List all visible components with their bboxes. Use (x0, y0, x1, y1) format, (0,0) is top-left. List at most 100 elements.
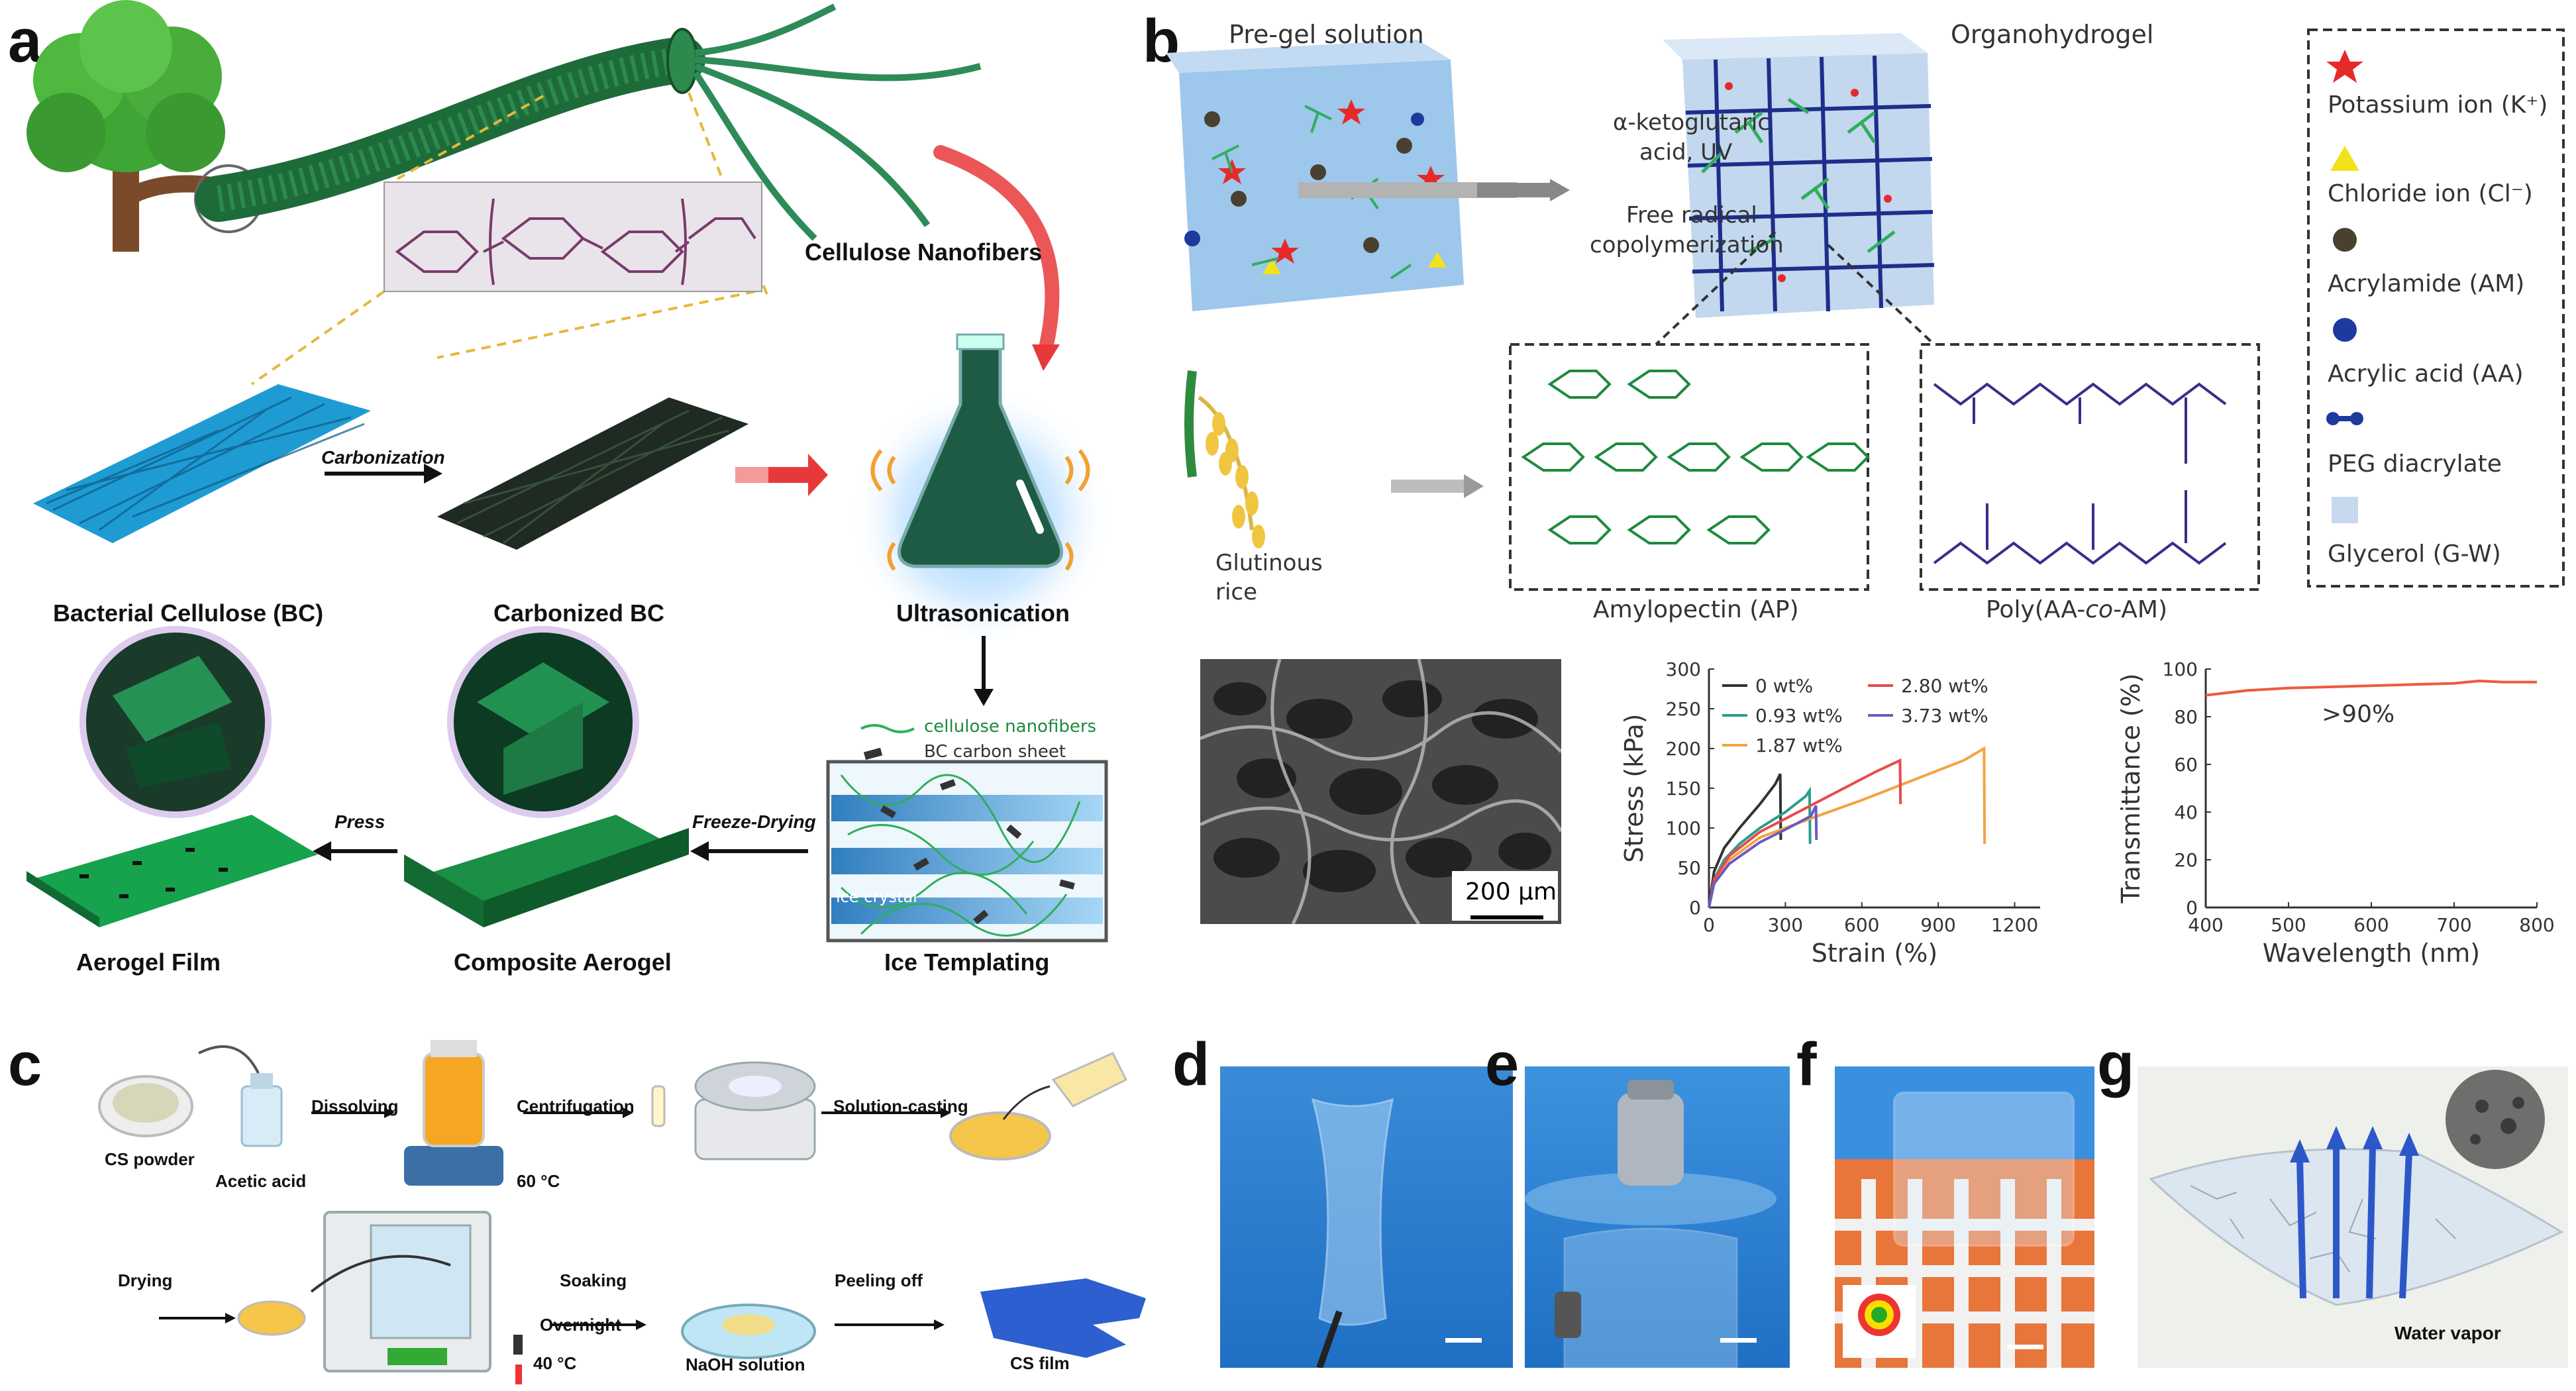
pregel-label: Pre-gel solution (1229, 20, 1424, 49)
photo-g (2138, 1066, 2568, 1368)
cs-film-label: CS film (1010, 1353, 1070, 1373)
y-tick-label: 20 (2174, 849, 2198, 871)
carbonization-label: Carbonization (321, 447, 445, 468)
glutinous-line2: rice (1215, 579, 1258, 605)
cellulose-nanofibers-label: Cellulose Nanofibers (805, 238, 1043, 266)
amylopectin-label: Amylopectin (AP) (1593, 596, 1799, 623)
panel-d-letter: d (1172, 1031, 1210, 1098)
carbonized-bc-mesh (437, 397, 748, 550)
panel-b-illustration (1166, 28, 2565, 591)
x-axis-label: Wavelength (nm) (2263, 939, 2480, 968)
y-axis-label: Transmittance (%) (2116, 673, 2145, 903)
composite-aerogel-label: Composite Aerogel (454, 949, 672, 976)
legend-label: 1.87 wt% (1755, 735, 1843, 756)
amylopectin-structure-icon (1509, 343, 1870, 591)
legend-nanofibers-label: cellulose nanofibers (924, 717, 1097, 737)
acrylamide-ball-icon (2333, 228, 2357, 252)
panel-a-illustration (26, 0, 1113, 943)
acrylic-acid-ball-icon (2333, 318, 2357, 342)
poly-suffix: -AM) (2113, 596, 2168, 623)
poly-co: co (2085, 596, 2114, 623)
naoh-beaker-icon (681, 1304, 816, 1359)
y-tick-label: 300 (1666, 658, 1701, 680)
legend-label: 0 wt% (1755, 675, 1813, 697)
x-tick-label: 500 (2271, 914, 2306, 936)
ultrasonication-label: Ultrasonication (896, 599, 1070, 627)
panel-c-letter: c (8, 1031, 42, 1098)
y-tick-label: 40 (2174, 801, 2198, 823)
x-tick-label: 600 (2353, 914, 2389, 936)
x-tick-label: 300 (1768, 914, 1803, 936)
flask-icon (848, 333, 1113, 636)
scale-bar-line (1470, 915, 1543, 919)
reaction-line1: α-ketoglutaric (1613, 109, 1771, 136)
legend-label: 3.73 wt% (1901, 705, 1988, 727)
blue-glove-icon (980, 1278, 1146, 1358)
poly-label: Poly(AA-co-AM) (1986, 596, 2167, 623)
reaction-line3: Free radical (1626, 202, 1757, 229)
legend-glycerol: Glycerol (G-W) (2328, 541, 2501, 568)
drying-oven-icon (323, 1211, 491, 1372)
annotation: >90% (2322, 701, 2395, 728)
legend-carbon-sheet-label: BC carbon sheet (924, 742, 1066, 762)
y-tick-label: 200 (1666, 738, 1701, 760)
panel-e-letter: e (1485, 1031, 1520, 1098)
y-tick-label: 250 (1666, 698, 1701, 720)
cs-powder-label: CS powder (105, 1149, 195, 1169)
series-line (1708, 773, 1782, 908)
organohydrogel-cube (1663, 33, 1935, 318)
y-tick-label: 100 (2163, 658, 2198, 680)
legend-acrylic-acid: Acrylic acid (AA) (2328, 360, 2524, 387)
reaction-line4: copolymerization (1590, 232, 1784, 258)
ice-templating-label: Ice Templating (884, 949, 1050, 976)
y-tick-label: 150 (1666, 778, 1701, 799)
scale-bar-label: 200 μm (1465, 878, 1557, 905)
acetic-acid-label: Acetic acid (215, 1171, 307, 1191)
legend-label: 2.80 wt% (1901, 675, 1988, 697)
legend-label: 0.93 wt% (1755, 705, 1843, 727)
panel-g-letter: g (2097, 1031, 2135, 1098)
legend-peg: PEG diacrylate (2328, 450, 2502, 478)
y-tick-label: 100 (1666, 817, 1701, 839)
ice-crystal-label: ice crystal (836, 888, 917, 906)
ice-templating-container (826, 724, 1108, 943)
temp-60-label: 60 °C (517, 1171, 560, 1191)
cellulose-structure-icon (250, 92, 770, 386)
x-tick-label: 1200 (1991, 914, 2038, 936)
reaction-line2: acid, UV (1639, 139, 1733, 166)
temp-40-label: 40 °C (533, 1353, 577, 1373)
sem-micrograph (1200, 659, 1561, 924)
y-tick-label: 60 (2174, 754, 2198, 776)
legend-chloride: Chloride ion (Cl⁻) (2328, 180, 2533, 207)
y-axis-label: Stress (kPa) (1620, 713, 1649, 862)
photo-e (1525, 1066, 1790, 1368)
hourglass-icon (513, 1335, 523, 1355)
peg-diacrylate-icon (2326, 412, 2363, 425)
bacterial-cellulose-label: Bacterial Cellulose (BC) (53, 599, 324, 627)
photo-f (1835, 1066, 2094, 1368)
petri-dish-icon (949, 1111, 1051, 1160)
aerogel-film-label: Aerogel Film (76, 949, 221, 976)
x-tick-label: 400 (2188, 914, 2223, 936)
legend-potassium: Potassium ion (K⁺) (2328, 91, 2548, 119)
glutinous-rice-icon (1184, 370, 1265, 548)
water-vapor-label: Water vapor (2395, 1323, 2501, 1343)
legend-box (2307, 28, 2565, 588)
glycerol-square-icon (2332, 497, 2358, 523)
centrifugation-label: Centrifugation (517, 1096, 635, 1116)
x-tick-label: 900 (1920, 914, 1955, 936)
poly-prefix: Poly(AA- (1986, 596, 2086, 623)
panel-c-illustration (98, 1040, 1146, 1384)
series-line (2205, 679, 2537, 697)
poly-aa-co-am-structure-icon (1920, 343, 2260, 591)
photo-d (1220, 1066, 1513, 1368)
x-tick-label: 600 (1844, 914, 1879, 936)
peeling-off-label: Peeling off (835, 1270, 923, 1290)
series-line (1708, 805, 1818, 908)
panel-f-letter: f (1796, 1031, 1817, 1098)
series-line (1708, 758, 1902, 908)
y-tick-label: 0 (2186, 897, 2198, 919)
thermometer-icon (515, 1365, 522, 1384)
x-tick-label: 0 (1703, 914, 1715, 936)
